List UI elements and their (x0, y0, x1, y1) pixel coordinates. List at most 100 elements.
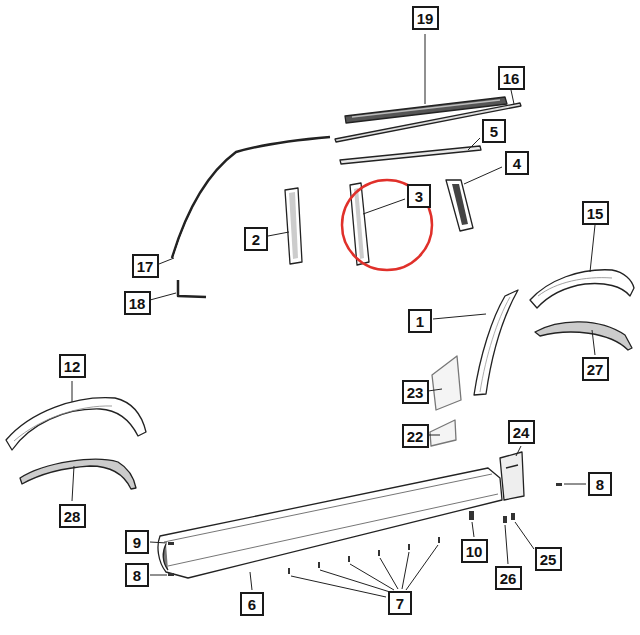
callout-box: 17 (132, 254, 159, 278)
callout-box: 28 (59, 504, 86, 528)
leader-line (72, 381, 73, 402)
callout-box: 22 (402, 424, 429, 448)
windshield-molding-highlight (174, 140, 330, 258)
callout-box: 16 (498, 66, 525, 90)
leader-line (564, 484, 586, 485)
leader-line (433, 314, 486, 319)
windshield-molding (172, 137, 330, 258)
callout-number: 12 (64, 359, 81, 374)
rocker-edge (164, 474, 492, 542)
door-molding-detail (480, 297, 510, 392)
callout-number: 3 (415, 189, 423, 204)
callout-box: 8 (588, 472, 612, 496)
callout-number: 8 (596, 477, 604, 492)
callout-number: 6 (248, 597, 256, 612)
leader-line (425, 34, 426, 104)
callout-box: 25 (535, 547, 562, 571)
callout-box: 7 (388, 591, 412, 615)
callout-number: 7 (396, 596, 404, 611)
callout-number: 9 (133, 535, 141, 550)
flare-detail (14, 406, 112, 441)
rocker-bracket (500, 452, 524, 500)
callout-box: 24 (508, 420, 535, 444)
rocker-panel (158, 468, 502, 578)
clip (556, 483, 562, 486)
leader-line (592, 330, 595, 355)
leader-line (468, 138, 480, 150)
callout-box: 27 (582, 357, 609, 381)
small-panel (430, 420, 456, 446)
callout-number: 18 (129, 296, 146, 311)
leader-line (402, 552, 409, 589)
callout-box: 23 (402, 380, 429, 404)
leader-line (516, 446, 521, 456)
rocker-end-cap (163, 544, 168, 570)
leader-line (150, 575, 167, 576)
callout-box: 26 (495, 566, 522, 590)
callout-number: 10 (466, 544, 483, 559)
callout-number: 19 (417, 11, 434, 26)
callout-number: 15 (587, 206, 604, 221)
clip (378, 550, 380, 556)
rear-pillar-shade (452, 184, 468, 225)
leader-line (72, 466, 74, 501)
callout-number: 16 (503, 71, 520, 86)
callout-number: 24 (513, 425, 530, 440)
leader-line (406, 545, 438, 590)
clip (503, 516, 507, 523)
pillar-shade (354, 188, 364, 259)
callout-box: 12 (59, 354, 86, 378)
clip (168, 542, 174, 545)
rocker-edge (168, 494, 498, 566)
front-flare-liner (20, 459, 136, 489)
leader-line (150, 293, 176, 300)
callout-number: 17 (137, 259, 154, 274)
molding-end-bracket (178, 280, 206, 297)
leader-line (464, 167, 502, 184)
leader-line (250, 572, 252, 590)
rear-pillar-applique (446, 180, 473, 231)
callout-number: 26 (500, 571, 517, 586)
front-wheel-flare (6, 398, 146, 450)
roof-molding (335, 103, 521, 142)
clips (168, 483, 562, 576)
callout-box: 4 (505, 151, 529, 175)
belt-molding (340, 146, 481, 164)
leader-line (380, 558, 398, 589)
flare-detail (538, 278, 612, 296)
callout-box: 8 (125, 563, 149, 587)
callout-number: 1 (416, 314, 424, 329)
callout-box: 9 (125, 530, 149, 554)
leader-line (268, 232, 289, 236)
door-molding (474, 290, 518, 395)
rear-wheel-flare (530, 270, 634, 308)
callout-box: 1 (408, 309, 432, 333)
leader-line (590, 225, 595, 272)
leader-line (515, 522, 534, 549)
clip (318, 562, 320, 568)
clip (511, 513, 515, 520)
leader-line (150, 542, 167, 543)
callout-number: 5 (490, 124, 498, 139)
callout-box: 3 (407, 184, 431, 208)
callout-box: 15 (582, 201, 609, 225)
clip (288, 568, 290, 574)
clip (408, 544, 410, 550)
callout-number: 22 (407, 429, 424, 444)
leader-line (472, 522, 474, 537)
clip (168, 573, 174, 576)
leader-line (511, 90, 514, 104)
clip (348, 556, 350, 562)
callout-box: 19 (412, 6, 439, 30)
leader-line (350, 564, 394, 590)
callout-number: 2 (252, 232, 260, 247)
callout-box: 10 (461, 539, 488, 563)
callout-number: 23 (407, 385, 424, 400)
leader-line (505, 525, 508, 564)
leader-line (428, 435, 440, 436)
clip (469, 511, 474, 520)
leader-line (363, 199, 405, 214)
callout-number: 8 (133, 568, 141, 583)
leader-line (428, 389, 442, 391)
